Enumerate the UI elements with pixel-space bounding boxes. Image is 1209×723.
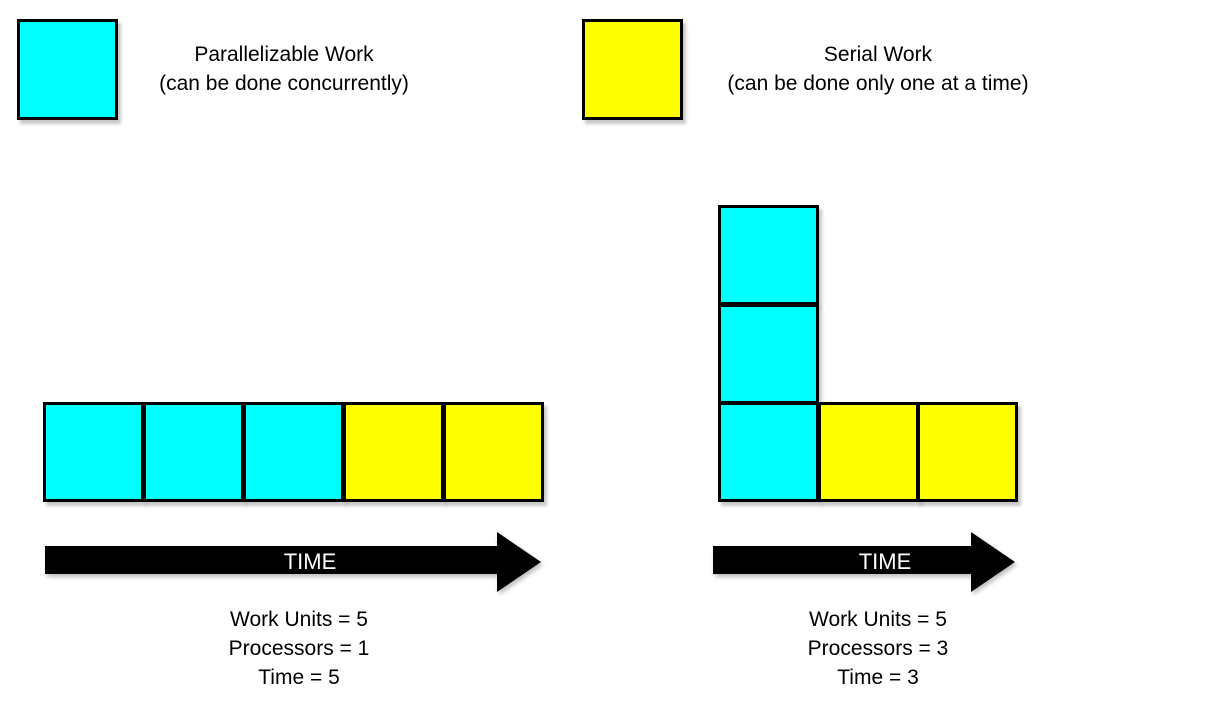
work-unit-cell <box>343 402 444 502</box>
time-arrow-label: TIME <box>284 549 337 574</box>
work-unit-cell <box>43 402 144 502</box>
work-unit-cell <box>243 402 344 502</box>
time-arrow: TIME <box>45 532 541 592</box>
stat-time: Time = 3 <box>837 666 919 689</box>
work-unit-cell <box>718 304 819 404</box>
parallelizable-work-label: Parallelizable Work (can be done concurr… <box>104 40 464 98</box>
serial-work-title: Serial Work <box>823 43 933 66</box>
time-arrow-shape <box>713 532 1015 592</box>
serial-work-label: Serial Work (can be done only one at a t… <box>698 40 1058 98</box>
stat-time: Time = 5 <box>258 666 340 689</box>
time-arrow: TIME <box>713 532 1015 592</box>
time-arrow-label: TIME <box>859 549 912 574</box>
work-unit-cell <box>718 205 819 305</box>
parallelizable-work-subtitle: (can be done concurrently) <box>159 72 409 95</box>
work-unit-cell <box>443 402 544 502</box>
serial-work-subtitle: (can be done only one at a time) <box>727 72 1029 95</box>
stat-processors: Processors = 1 <box>228 637 370 660</box>
parallelizable-work-title: Parallelizable Work <box>194 43 374 66</box>
work-unit-cell <box>818 402 919 502</box>
three-processor-stats: Work Units = 5 Processors = 3 Time = 3 <box>728 605 1028 692</box>
work-unit-cell <box>917 402 1018 502</box>
serial-work-swatch <box>582 19 683 120</box>
time-arrow-shape <box>45 532 541 592</box>
work-unit-cell <box>143 402 244 502</box>
stat-processors: Processors = 3 <box>807 637 949 660</box>
stat-work-units: Work Units = 5 <box>809 608 947 631</box>
stat-work-units: Work Units = 5 <box>230 608 368 631</box>
single-processor-stats: Work Units = 5 Processors = 1 Time = 5 <box>149 605 449 692</box>
parallelizable-work-swatch <box>17 19 118 120</box>
work-unit-cell <box>718 402 819 502</box>
